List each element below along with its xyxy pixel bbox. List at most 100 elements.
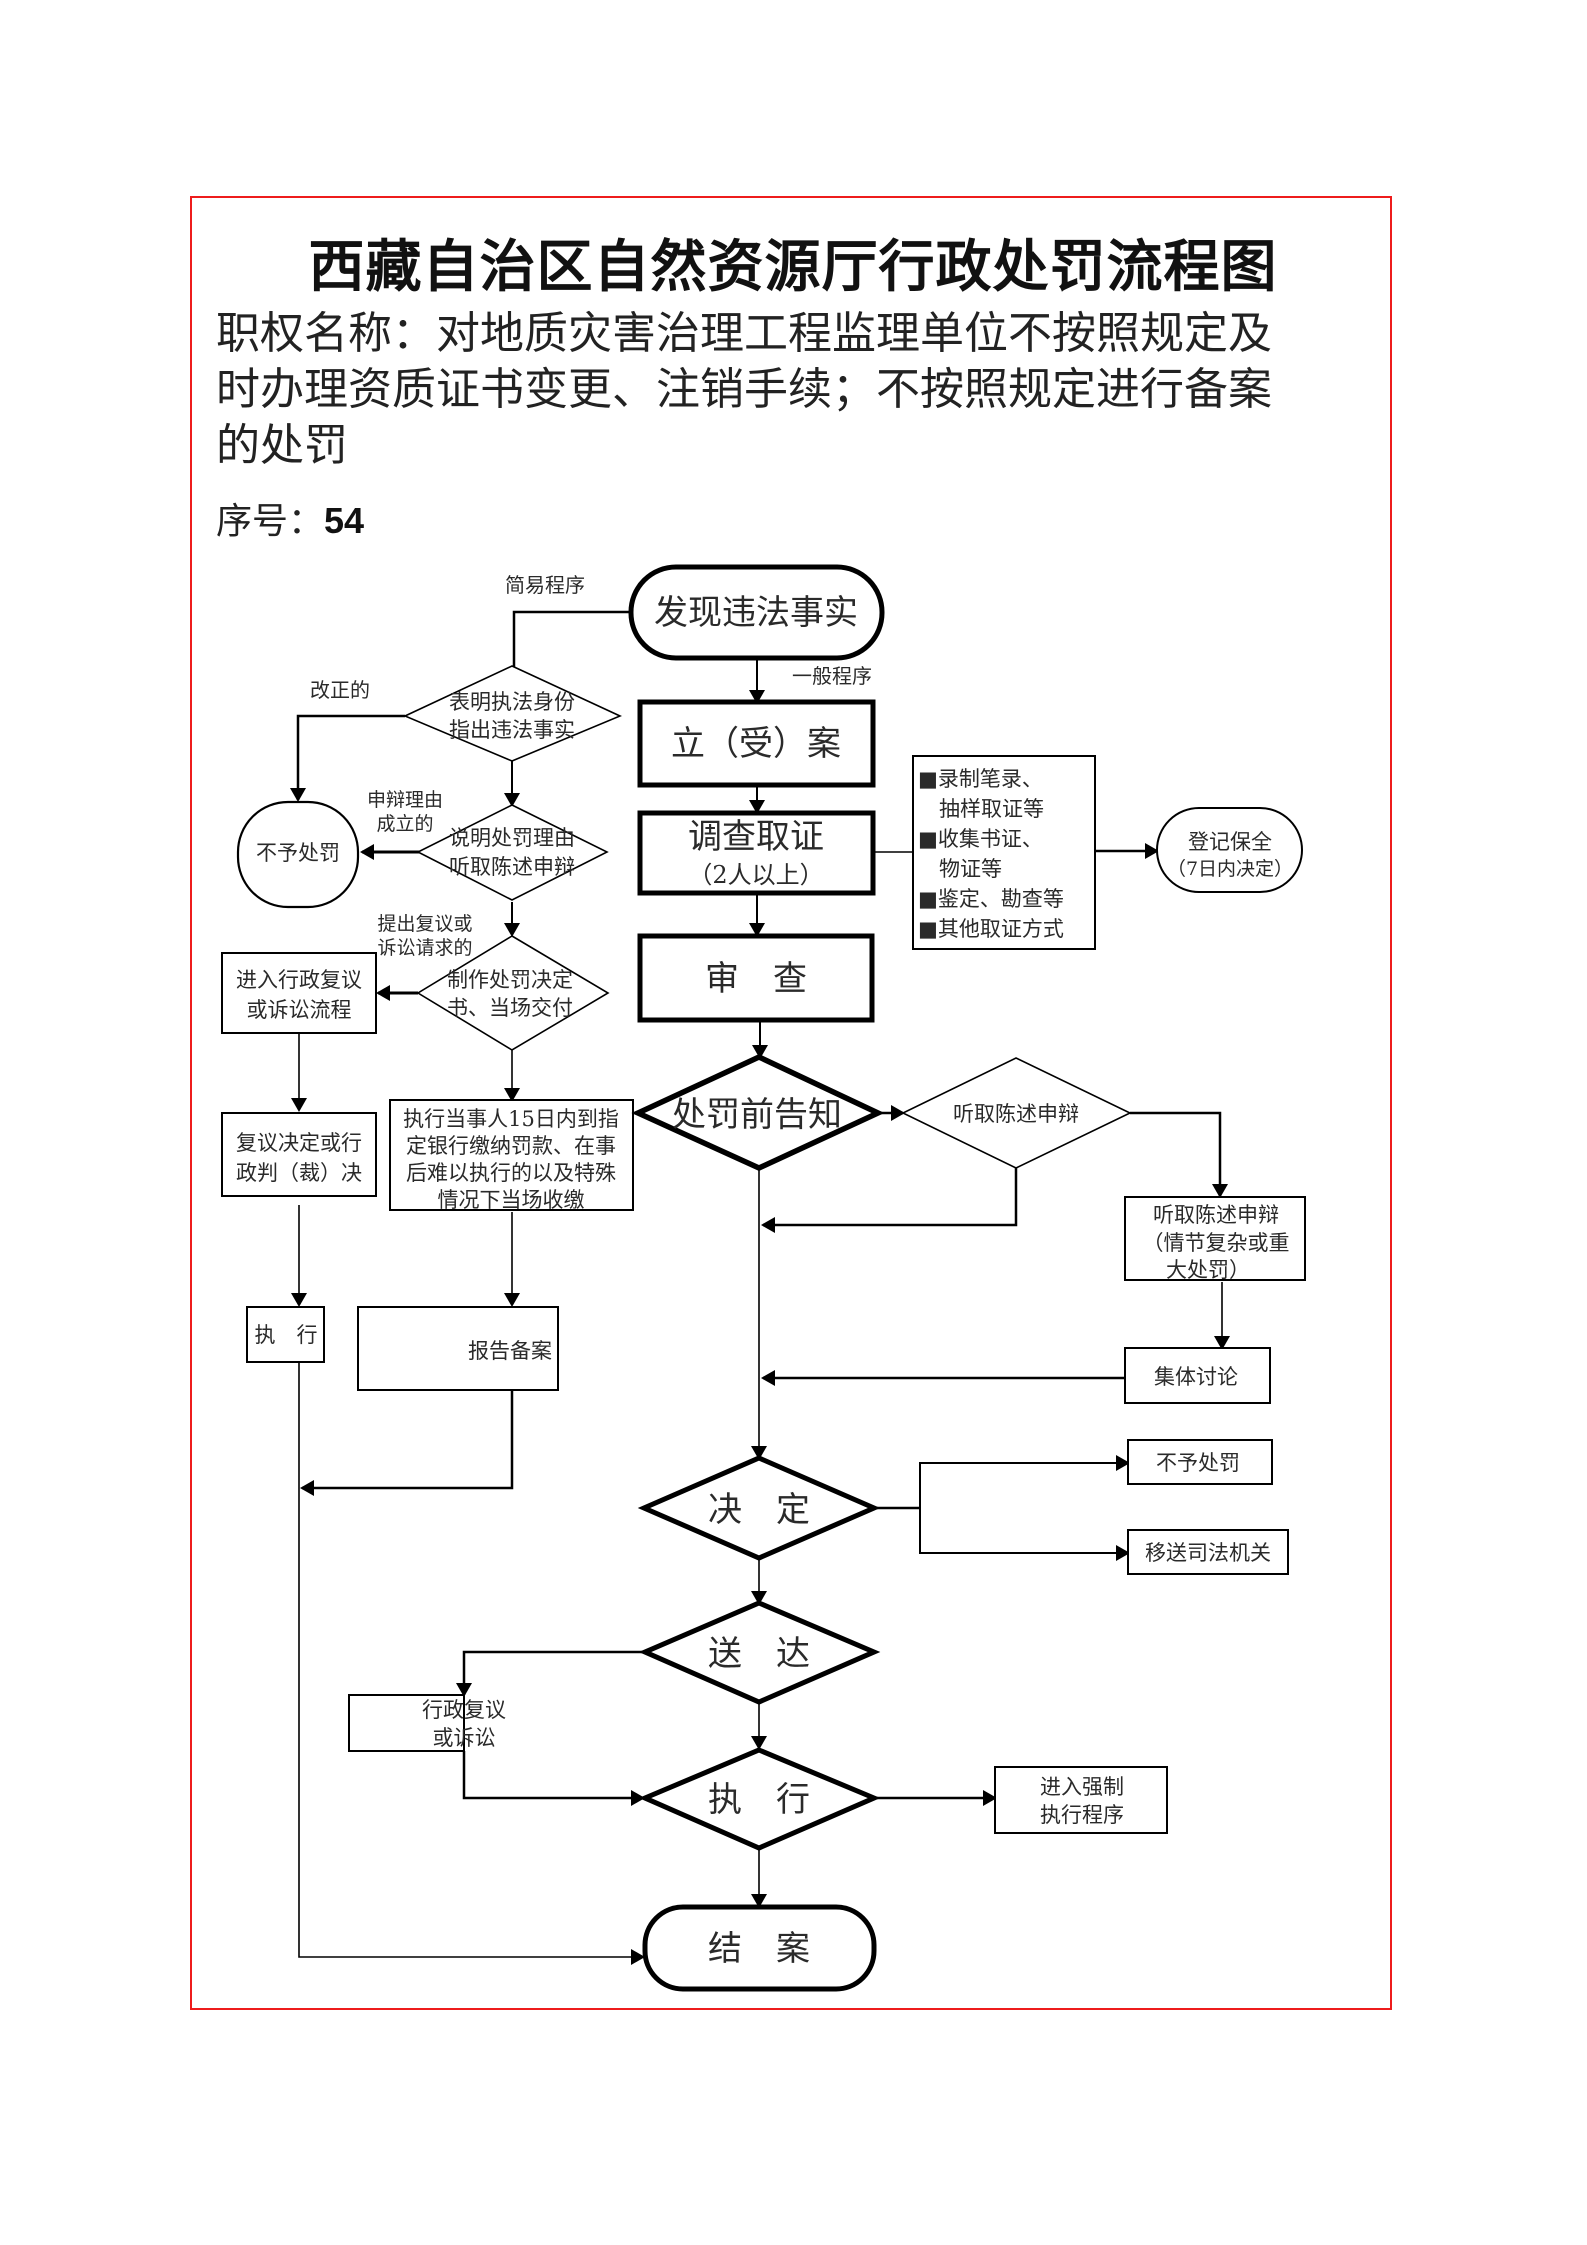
hearing-box-text: 大处罚）	[1166, 1258, 1250, 1282]
investigate-box	[637, 810, 876, 896]
evidence-box	[912, 755, 1096, 950]
authority-line: 的处罚	[216, 420, 348, 471]
collect-text: 定银行缴纳罚款、在事	[406, 1134, 616, 1158]
page-frame	[190, 196, 1392, 2010]
review-box	[637, 933, 875, 1023]
review-text: 审 查	[705, 959, 807, 999]
evidence-item: ■鉴定、勘查等	[918, 887, 1064, 911]
no-penalty-right-box	[1127, 1439, 1273, 1485]
hearing-box-text: （情节复杂或重	[1143, 1231, 1290, 1255]
defense-valid-label: 申辩理由	[367, 789, 443, 811]
simple-diamond-decide	[416, 935, 610, 1051]
decision-diamond	[637, 1455, 881, 1561]
report-text: 报告备案	[468, 1339, 552, 1363]
simple-d3-text: 制作处罚决定	[447, 968, 573, 992]
evidence-item: 抽样取证等	[918, 797, 1044, 821]
evidence-item: ■收集书证、	[918, 827, 1043, 851]
authority-line: 职权名称：对地质灾害治理工程监理单位不按照规定及	[216, 308, 1272, 359]
enforce-text: 执行程序	[1040, 1803, 1124, 1827]
evidence-item: ■录制笔录、	[918, 767, 1043, 791]
connector-deliver-review	[456, 1650, 645, 1697]
group-discussion-box	[1124, 1347, 1271, 1404]
connector-execute-close	[298, 1362, 645, 1965]
file-case-text: 立（受）案	[671, 724, 841, 764]
defense-valid-label: 成立的	[376, 813, 433, 835]
no-penalty-left-text: 不予处罚	[256, 841, 340, 865]
appeal-label: 提出复议或	[377, 913, 472, 935]
execute-diamond	[638, 1747, 881, 1851]
connector-report-left	[300, 1390, 514, 1496]
simple-d1-text: 指出违法事实	[449, 718, 575, 742]
execute-main-text: 执 行	[708, 1780, 810, 1820]
appeal-label: 诉讼请求的	[377, 937, 472, 959]
report-box	[357, 1306, 559, 1391]
connectors	[290, 610, 1230, 1965]
investigate-text: 调查取证	[688, 817, 824, 857]
connector-review-execute	[462, 1751, 645, 1806]
simple-path-label: 简易程序	[505, 573, 585, 597]
investigate-text: （2人以上）	[688, 861, 823, 889]
hearing-box-text: 听取陈述申辩	[1153, 1203, 1279, 1227]
collect-text: 情况下当场收缴	[438, 1188, 585, 1212]
no-penalty-left-shape	[236, 800, 360, 909]
simple-d2-text: 听取陈述申辩	[449, 855, 575, 879]
connector-hearing-box	[1130, 1111, 1228, 1198]
hearing-diamond	[901, 1057, 1132, 1169]
simple-diamond-explain	[416, 804, 609, 901]
connector-decision-transfer	[919, 1508, 1130, 1561]
collect-text: 后难以执行的以及特殊	[406, 1161, 616, 1185]
corrected-label: 改正的	[310, 678, 370, 702]
connector-corrected	[290, 714, 405, 802]
hearing-diamond-text: 听取陈述申辩	[953, 1102, 1079, 1126]
simple-d1-text: 表明执法身份	[449, 690, 575, 714]
evidence-item: 物证等	[918, 857, 1002, 881]
decision-text: 决 定	[708, 1490, 810, 1530]
serial-label: 序号：	[216, 501, 325, 542]
review-process-text: 或诉讼流程	[247, 998, 352, 1022]
simple-diamond-identity	[403, 665, 622, 762]
start-terminal	[628, 564, 885, 661]
simple-d2-text: 说明处罚理由	[449, 826, 575, 850]
deliver-diamond	[638, 1600, 881, 1705]
serial-number: 序号：54	[216, 492, 364, 544]
serial-value: 54	[324, 500, 365, 541]
review-process-text: 进入行政复议	[236, 968, 362, 992]
no-penalty-right-text: 不予处罚	[1156, 1451, 1240, 1475]
admin-review-text: 行政复议	[422, 1698, 506, 1722]
connector-decision-nopenalty	[919, 1455, 1130, 1508]
start-label: 发现违法事实	[654, 593, 858, 633]
connector-simple	[506, 610, 632, 692]
preserve-terminal	[1156, 807, 1303, 893]
hearing-box	[1124, 1196, 1306, 1281]
review-decision-text: 政判（裁）决	[236, 1161, 362, 1185]
page-title: 西藏自治区自然资源厅行政处罚流程图	[308, 235, 1278, 300]
file-case-box	[637, 699, 876, 788]
collect-box	[389, 1099, 634, 1211]
review-decision-text: 复议决定或行	[236, 1131, 362, 1155]
simple-d3-text: 书、当场交付	[447, 996, 573, 1020]
pre-notice-text: 处罚前告知	[672, 1095, 842, 1135]
deliver-text: 送 达	[708, 1634, 810, 1674]
review-process-box	[221, 952, 377, 1034]
execute-left-box	[246, 1306, 325, 1363]
group-discussion-text: 集体讨论	[1154, 1365, 1238, 1389]
evidence-item: ■其他取证方式	[918, 917, 1064, 941]
enforce-box	[994, 1766, 1168, 1834]
pre-notice-diamond	[631, 1053, 885, 1172]
general-path-label: 一般程序	[792, 664, 872, 688]
transfer-text: 移送司法机关	[1145, 1541, 1271, 1565]
admin-review-box	[348, 1694, 465, 1752]
review-decision-box	[221, 1112, 377, 1197]
collect-text: 执行当事人15日内到指	[403, 1107, 619, 1131]
authority-name: 职权名称：对地质灾害治理工程监理单位不按照规定及 时办理资质证书变更、注销手续；…	[216, 306, 1356, 474]
preserve-text: （7日内决定）	[1167, 858, 1293, 880]
close-case-terminal	[642, 1904, 877, 1992]
transfer-box	[1127, 1529, 1289, 1575]
execute-left-text: 执 行	[255, 1323, 318, 1347]
close-case-text: 结 案	[708, 1929, 810, 1969]
authority-line: 时办理资质证书变更、注销手续；不按照规定进行备案	[216, 364, 1272, 415]
preserve-text: 登记保全	[1188, 830, 1272, 854]
enforce-text: 进入强制	[1040, 1775, 1124, 1799]
connector-hearing-return	[761, 1168, 1018, 1233]
